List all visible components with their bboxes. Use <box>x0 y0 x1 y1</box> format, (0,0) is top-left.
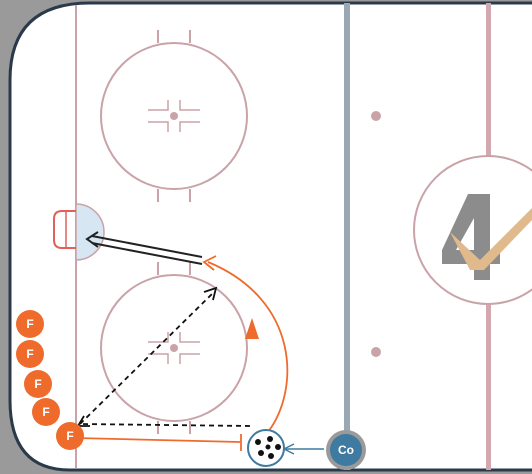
faceoff-dot-top <box>170 112 178 120</box>
player-label: F <box>34 377 41 391</box>
player-f-3[interactable]: F <box>24 370 52 398</box>
player-label: F <box>26 317 33 331</box>
shot-arrow <box>85 231 203 265</box>
blue-line <box>344 3 350 470</box>
coach-label: Co <box>338 443 354 457</box>
puck-bucket-icon <box>247 429 285 467</box>
player-f-5[interactable]: F <box>56 422 84 450</box>
neutral-dot-bottom <box>371 347 381 357</box>
faceoff-circle-top <box>100 30 248 202</box>
player-f-2[interactable]: F <box>16 340 44 368</box>
coach-marker[interactable]: Co <box>326 430 366 470</box>
center-circle <box>413 155 532 305</box>
faceoff-dot-bottom <box>170 344 178 352</box>
faceoff-circle-bottom <box>100 262 248 434</box>
cone-icon <box>245 318 259 339</box>
player-label: F <box>66 429 73 443</box>
skate-paths <box>75 255 289 451</box>
player-f-1[interactable]: F <box>16 310 44 338</box>
ice-surface <box>8 1 532 472</box>
goal-net <box>53 210 76 249</box>
logo-4-check-icon <box>442 194 532 280</box>
player-f-4[interactable]: F <box>32 398 60 426</box>
player-label: F <box>42 405 49 419</box>
player-label: F <box>26 347 33 361</box>
neutral-dot-top <box>371 111 381 121</box>
